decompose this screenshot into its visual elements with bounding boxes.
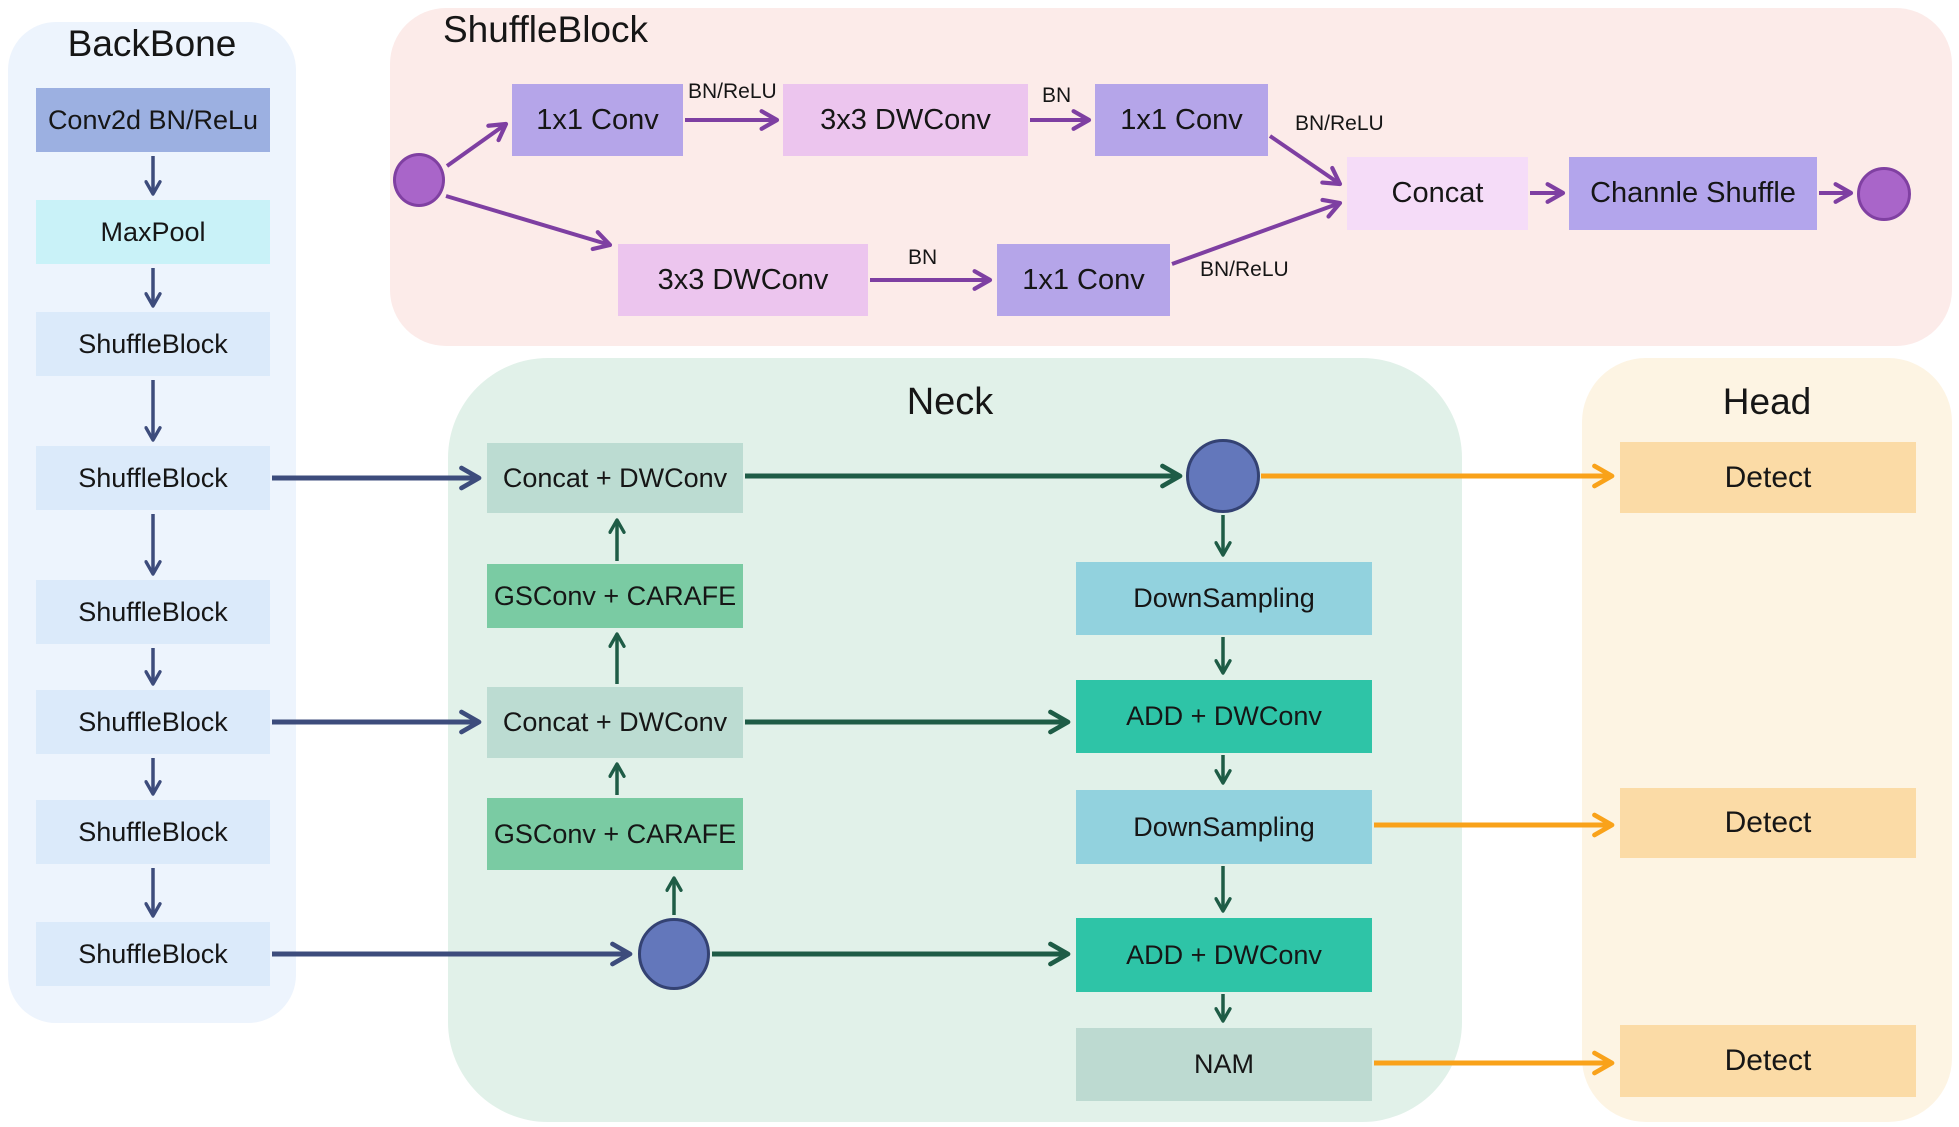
edge-label-bn-relu-bottom: BN/ReLU: [1200, 258, 1289, 281]
edge-label-bn-relu-top: BN/ReLU: [688, 80, 777, 103]
shuffleblock-title: ShuffleBlock: [443, 9, 648, 50]
head-box-detect-2: Detect: [1620, 788, 1916, 858]
edge-label-bn-relu-top2: BN/ReLU: [1295, 112, 1384, 135]
head-box-detect-1: Detect: [1620, 442, 1916, 513]
shuffle-box-conv1x1-bottom: 1x1 Conv: [997, 244, 1170, 316]
shuffle-box-concat: Concat: [1347, 157, 1528, 230]
shuffle-box-conv1x1-top: 1x1 Conv: [512, 84, 683, 156]
backbone-panel: [8, 22, 296, 1023]
neck-box-add-dwconv-2: ADD + DWConv: [1076, 918, 1372, 992]
backbone-block-shuffleblock-2: ShuffleBlock: [36, 446, 270, 510]
shuffle-box-channel-shuffle: Channle Shuffle: [1569, 157, 1817, 230]
shuffle-box-dwconv-top: 3x3 DWConv: [783, 84, 1028, 156]
backbone-title: BackBone: [67, 23, 237, 64]
head-box-detect-3: Detect: [1620, 1025, 1916, 1097]
neck-box-nam: NAM: [1076, 1028, 1372, 1101]
backbone-block-shuffleblock-4: ShuffleBlock: [36, 690, 270, 754]
backbone-block-shuffleblock-6: ShuffleBlock: [36, 922, 270, 986]
shuffle-box-conv1x1-top2: 1x1 Conv: [1095, 84, 1268, 156]
edge-label-bn-top: BN: [1042, 84, 1072, 107]
neck-title: Neck: [906, 381, 994, 423]
neck-box-gsconv-carafe-1: GSConv + CARAFE: [487, 564, 743, 628]
shuffle-input-node: [393, 153, 445, 207]
head-title: Head: [1722, 381, 1812, 422]
shuffle-output-node: [1857, 167, 1911, 221]
neck-box-concat-dwconv-1: Concat + DWConv: [487, 443, 743, 513]
shuffle-box-dwconv-bottom: 3x3 DWConv: [618, 244, 868, 316]
edge-label-bn-bottom: BN: [908, 246, 938, 269]
neck-box-concat-dwconv-2: Concat + DWConv: [487, 687, 743, 758]
backbone-block-conv2d: Conv2d BN/ReLu: [36, 88, 270, 152]
neck-box-add-dwconv-1: ADD + DWConv: [1076, 680, 1372, 753]
neck-junction-node-top: [1186, 439, 1260, 513]
neck-box-downsampling-2: DownSampling: [1076, 790, 1372, 864]
neck-junction-node-bottom: [638, 918, 710, 990]
backbone-block-shuffleblock-3: ShuffleBlock: [36, 580, 270, 644]
backbone-block-shuffleblock-5: ShuffleBlock: [36, 800, 270, 864]
backbone-block-maxpool: MaxPool: [36, 200, 270, 264]
neck-box-gsconv-carafe-2: GSConv + CARAFE: [487, 798, 743, 870]
neck-box-downsampling-1: DownSampling: [1076, 562, 1372, 635]
backbone-block-shuffleblock-1: ShuffleBlock: [36, 312, 270, 376]
